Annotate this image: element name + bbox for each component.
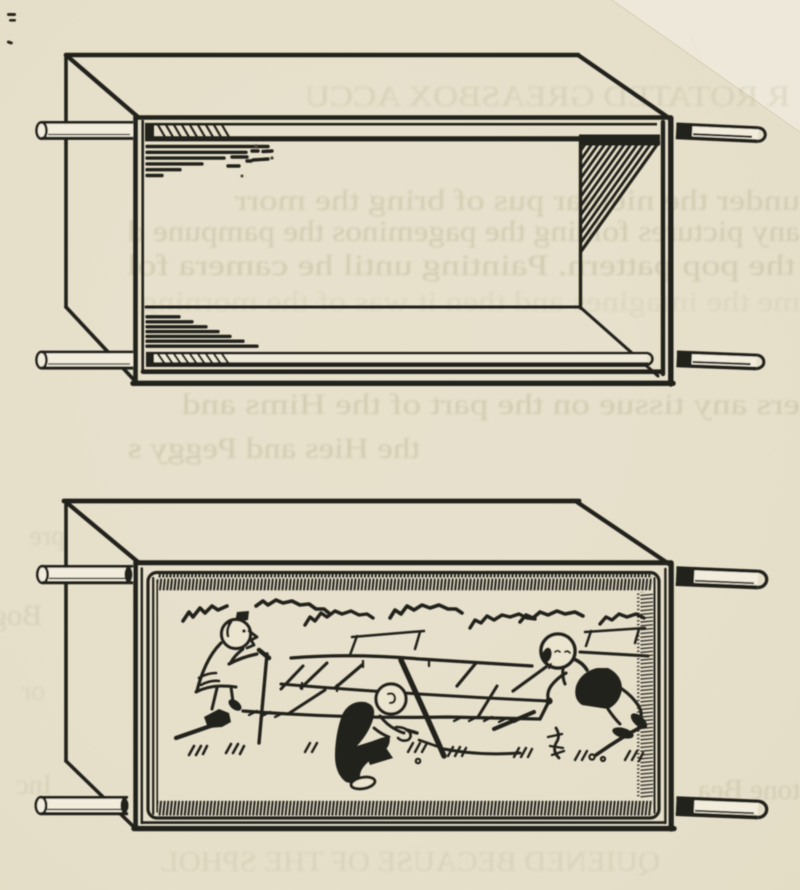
- svg-text:R ROTATED GREASBOX ACCU: R ROTATED GREASBOX ACCU: [305, 80, 790, 113]
- svg-text:any pictures folding the pagem: any pictures folding the pageminos the p…: [128, 215, 800, 248]
- svg-text:the Hies and Peggy s: the Hies and Peggy s: [128, 432, 420, 465]
- svg-text:Inc: Inc: [16, 770, 52, 801]
- svg-text:Bog: Bog: [0, 599, 42, 632]
- svg-text:me the imagines and then it wa: me the imagines and then it was of the m…: [140, 286, 800, 318]
- svg-text:ers any tissue on the part of: ers any tissue on the part of the Hims a…: [182, 388, 800, 421]
- svg-text:under the niemar pus of bring: under the niemar pus of bring the morr: [235, 184, 800, 217]
- svg-text:QUIENED BECAUSE OF THE SPHOL: QUIENED BECAUSE OF THE SPHOL: [160, 846, 660, 878]
- svg-text:the pop pattern. Painting unt: the pop pattern. Painting until he camer…: [127, 249, 795, 282]
- svg-text:pre: pre: [29, 521, 65, 552]
- svg-text:or: or: [21, 676, 45, 707]
